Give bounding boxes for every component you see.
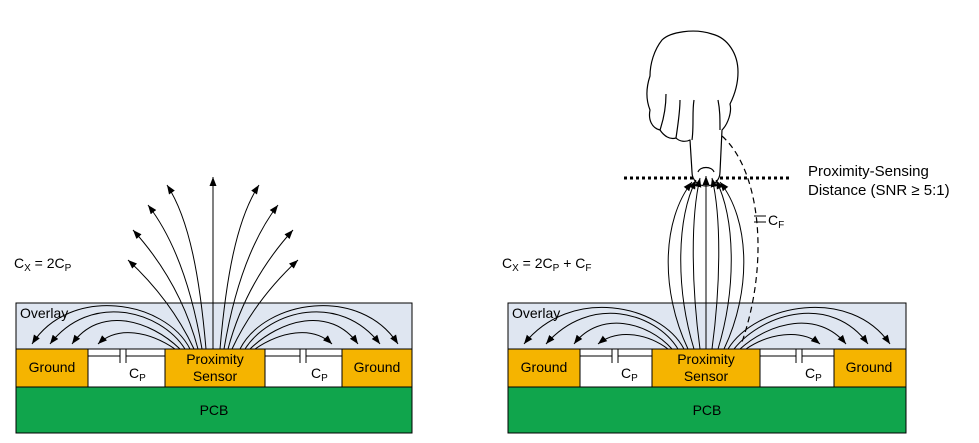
field-line [680, 179, 697, 350]
proximity-sensor [164, 348, 266, 388]
field-line [223, 204, 279, 350]
capacitance-formula-left: CX = 2CP [14, 255, 72, 274]
field-line [97, 332, 176, 350]
field-line [31, 305, 191, 350]
ground-right-label: Ground [846, 359, 893, 375]
field-line [71, 319, 181, 350]
sensor-label-line2: Sensor [684, 368, 729, 384]
ground-right-label: Ground [354, 359, 401, 375]
gap-right [264, 348, 343, 388]
capacitor-right-label: CP [805, 365, 822, 384]
capacitor-finger-label: CF [768, 212, 784, 231]
distance-label-line1: Proximity-Sensing [808, 163, 929, 180]
gap-left [579, 348, 653, 388]
overlay-label: Overlay [512, 305, 560, 321]
field-line [727, 306, 891, 350]
capacitor-left-label: CP [621, 365, 638, 384]
right-diagram: Overlay PCB Ground Proximity Sensor Grou… [502, 30, 950, 434]
distance-label-line2: Distance (SNR ≥ 5:1) [808, 182, 950, 199]
overlay-layer [15, 302, 413, 350]
ground-left [507, 348, 581, 388]
capacitor-left-symbol [88, 349, 165, 363]
overlay-label: Overlay [20, 305, 68, 321]
pcb-layer [15, 386, 413, 434]
field-line [127, 259, 195, 350]
capacitor-right-label: CP [311, 365, 328, 384]
field-line [745, 334, 821, 350]
sensor-label-line1: Proximity [186, 351, 244, 367]
field-line [667, 181, 693, 350]
pcb-layer [507, 386, 907, 434]
field-line [523, 306, 685, 350]
ground-right [341, 348, 413, 388]
field-line [249, 319, 359, 350]
field-line [573, 322, 673, 350]
pcb-label: PCB [200, 402, 229, 418]
field-line [219, 184, 260, 350]
capacitance-formula-right: CX = 2CP + CF [502, 255, 592, 274]
capacitor-left-symbol [580, 349, 652, 363]
sensor-label-line2: Sensor [193, 368, 238, 384]
field-line [254, 332, 333, 350]
field-line [733, 312, 869, 350]
field-line [239, 305, 399, 350]
ground-right [833, 348, 907, 388]
capacitor-right-symbol [760, 349, 834, 363]
pcb-label: PCB [693, 402, 722, 418]
field-line [227, 229, 294, 350]
ground-left [15, 348, 89, 388]
capacitor-right-symbol [265, 349, 342, 363]
field-lines-right [523, 176, 891, 350]
ground-left-label: Ground [521, 359, 568, 375]
field-line [719, 181, 745, 350]
field-line [692, 177, 702, 350]
field-line [715, 179, 732, 350]
field-line [710, 177, 720, 350]
field-line [166, 184, 207, 350]
sensor-label-line1: Proximity [677, 351, 735, 367]
field-line [231, 259, 299, 350]
ground-left-label: Ground [29, 359, 76, 375]
field-line [244, 311, 381, 350]
field-line [597, 334, 669, 350]
left-diagram: Overlay PCB Ground Proximity Sensor Grou… [14, 177, 413, 434]
finger-icon [646, 30, 739, 187]
capacitor-finger-symbol [754, 215, 766, 223]
capacitor-left-label: CP [129, 365, 146, 384]
field-line [545, 312, 679, 350]
field-line [132, 229, 199, 350]
finger-capacitance-line [721, 135, 759, 343]
field-line [49, 311, 186, 350]
field-lines-left [31, 177, 399, 350]
gap-right [759, 348, 835, 388]
field-line [739, 322, 847, 350]
field-line [147, 204, 203, 350]
